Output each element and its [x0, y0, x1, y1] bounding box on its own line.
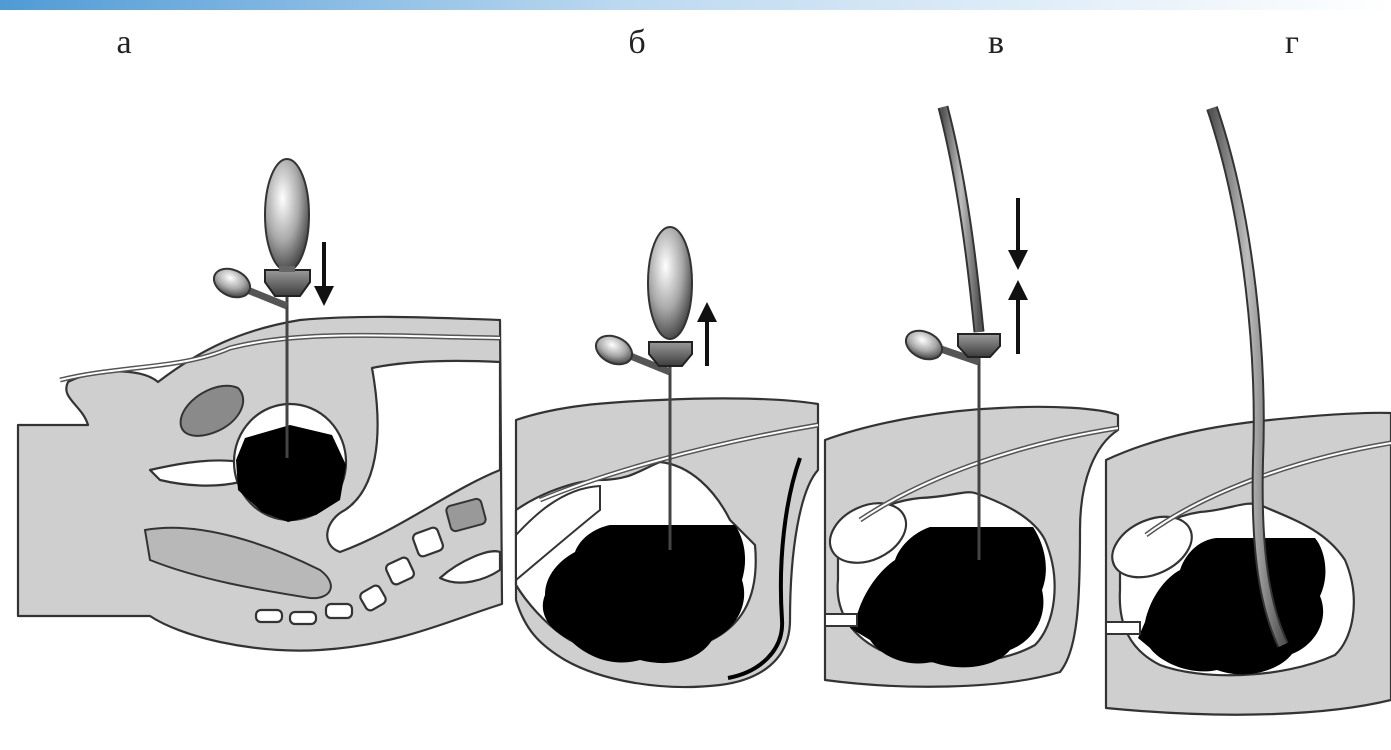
- panel-v-down-arrow-icon: [1008, 198, 1028, 270]
- panel-v-illustration: [820, 407, 1118, 687]
- panel-b-up-arrow-icon: [697, 302, 717, 366]
- panel-a-syringe-bulb: [265, 159, 309, 271]
- panel-b-syringe-bulb: [648, 227, 692, 339]
- panel-v-up-arrow-icon: [1008, 280, 1028, 354]
- panel-b-illustration: [516, 398, 818, 687]
- panel-g-illustration: [1103, 413, 1391, 715]
- panel-a-illustration: [18, 317, 502, 651]
- panel-a-down-arrow-icon: [314, 242, 334, 306]
